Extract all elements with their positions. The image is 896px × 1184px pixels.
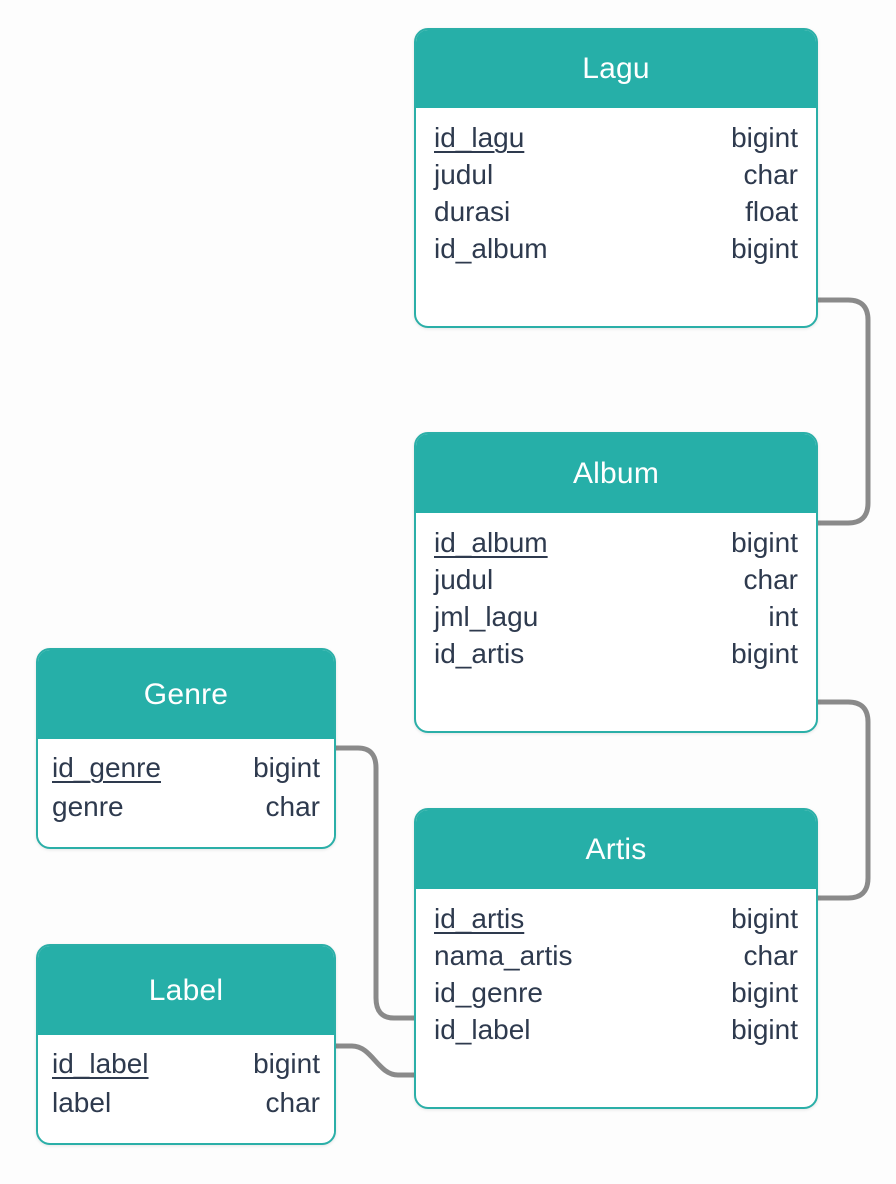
- attribute-name: jml_lagu: [434, 601, 539, 632]
- entity-lagu-title: Lagu: [416, 30, 816, 108]
- attribute-type: char: [265, 1087, 320, 1118]
- attribute-name: id_lagu: [434, 122, 525, 153]
- attribute-name: label: [52, 1087, 112, 1118]
- attribute-type: char: [265, 791, 320, 822]
- attribute-name: id_label: [52, 1048, 149, 1079]
- entity-album-attributes: id_album bigint judul char jml_lagu int …: [416, 513, 816, 683]
- connector-album-artis: [815, 699, 871, 901]
- attribute-row: id_label bigint: [434, 1012, 798, 1049]
- entity-artis-attributes: id_artis bigint nama_artis char id_genre…: [416, 889, 816, 1059]
- attribute-type: bigint: [731, 1014, 798, 1045]
- attribute-row: id_artis bigint: [434, 636, 798, 673]
- attribute-row: judul char: [434, 157, 798, 194]
- attribute-row: genre char: [52, 788, 320, 827]
- attribute-name: id_artis: [434, 638, 525, 669]
- attribute-name: judul: [434, 564, 494, 595]
- attribute-row: jml_lagu int: [434, 599, 798, 636]
- entity-label-title: Label: [38, 946, 334, 1035]
- attribute-type: char: [743, 159, 798, 190]
- attribute-row: id_album bigint: [434, 525, 798, 562]
- entity-album[interactable]: Album id_album bigint judul char jml_lag…: [414, 432, 818, 733]
- attribute-type: int: [768, 601, 798, 632]
- entity-artis-title: Artis: [416, 810, 816, 889]
- attribute-type: bigint: [253, 752, 320, 783]
- attribute-type: bigint: [731, 977, 798, 1008]
- attribute-row: id_lagu bigint: [434, 120, 798, 157]
- attribute-row: id_genre bigint: [52, 749, 320, 788]
- attribute-row: id_album bigint: [434, 231, 798, 268]
- attribute-type: bigint: [731, 233, 798, 264]
- attribute-name: genre: [52, 791, 124, 822]
- attribute-name: id_label: [434, 1014, 531, 1045]
- attribute-type: bigint: [253, 1048, 320, 1079]
- attribute-name: judul: [434, 159, 494, 190]
- attribute-type: bigint: [731, 527, 798, 558]
- entity-lagu[interactable]: Lagu id_lagu bigint judul char durasi fl…: [414, 28, 818, 328]
- connector-genre-artis: [333, 745, 417, 1021]
- connector-lagu-album: [815, 297, 871, 526]
- connector-label-artis: [333, 1043, 417, 1078]
- entity-label[interactable]: Label id_label bigint label char: [36, 944, 336, 1145]
- attribute-row: judul char: [434, 562, 798, 599]
- attribute-name: durasi: [434, 196, 511, 227]
- attribute-type: char: [743, 940, 798, 971]
- attribute-type: bigint: [731, 903, 798, 934]
- entity-genre-attributes: id_genre bigint genre char: [38, 739, 334, 837]
- entity-label-attributes: id_label bigint label char: [38, 1035, 334, 1133]
- attribute-type: bigint: [731, 638, 798, 669]
- attribute-name: nama_artis: [434, 940, 573, 971]
- attribute-name: id_artis: [434, 903, 525, 934]
- attribute-name: id_genre: [52, 752, 161, 783]
- attribute-row: id_label bigint: [52, 1045, 320, 1084]
- attribute-type: float: [745, 196, 798, 227]
- entity-genre[interactable]: Genre id_genre bigint genre char: [36, 648, 336, 849]
- attribute-row: id_genre bigint: [434, 975, 798, 1012]
- entity-genre-title: Genre: [38, 650, 334, 739]
- attribute-row: id_artis bigint: [434, 901, 798, 938]
- entity-lagu-attributes: id_lagu bigint judul char durasi float i…: [416, 108, 816, 278]
- entity-album-title: Album: [416, 434, 816, 513]
- entity-artis[interactable]: Artis id_artis bigint nama_artis char id…: [414, 808, 818, 1109]
- attribute-name: id_album: [434, 233, 548, 264]
- attribute-name: id_album: [434, 527, 548, 558]
- attribute-row: label char: [52, 1084, 320, 1123]
- attribute-type: bigint: [731, 122, 798, 153]
- attribute-row: durasi float: [434, 194, 798, 231]
- attribute-type: char: [743, 564, 798, 595]
- attribute-name: id_genre: [434, 977, 543, 1008]
- attribute-row: nama_artis char: [434, 938, 798, 975]
